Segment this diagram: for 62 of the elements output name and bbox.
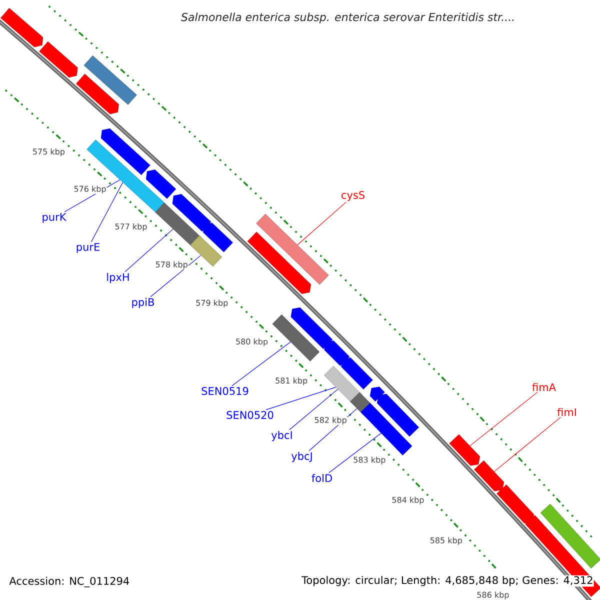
scale-label: 583 kbp [352,456,386,465]
gene-label: SEN0520 [226,411,274,419]
gene-feature [360,402,412,456]
gene-feature [272,314,320,362]
gene-feature [496,484,534,524]
leader-line [266,386,336,410]
genome-info-text: Topology: circular; Length: 4,685,848 bp; Genes: 4,312 [301,575,594,587]
accession-text: Accession: NC_011294 [9,576,130,588]
gene-label: fimI [557,408,576,416]
gene-feature [247,232,312,294]
scale-label: 586 kbp [476,591,510,600]
gene-feature [155,202,201,247]
gene-label: purK [42,213,66,223]
gene-feature [324,366,362,404]
gene-feature [324,340,350,366]
gene-feature [341,358,373,390]
gene-label: cysS [342,191,364,201]
gene-label: ybcJ [291,452,312,462]
gene-feature [256,214,329,285]
gene-label: fimA [532,383,556,391]
scale-label: 584 kbp [391,496,425,505]
gene-feature [540,504,600,568]
scale-label: 582 kbp [314,416,348,426]
leader-line [150,255,202,298]
scale-label: 575 kbp [32,148,66,157]
scale-label: 578 kbp [154,260,188,270]
leader-line [470,392,538,446]
gene-label: lpxH [107,272,129,284]
leader-line [297,202,346,246]
gene-feature [370,386,385,402]
gene-feature [202,222,233,252]
leader-line [90,182,123,242]
gene-feature [39,41,78,78]
gene-label: ybcI [271,430,292,442]
gene-feature [290,307,333,350]
gene-feature [86,140,166,214]
gene-feature [146,170,176,199]
gene-feature [474,460,504,492]
gene-label: ppiB [132,298,154,308]
scale-label: 576 kbp [73,185,107,194]
scale-label: 579 kbp [195,299,229,308]
leader-line [232,342,291,386]
scale-label: 581 kbp [274,376,308,386]
gene-feature [76,74,119,114]
scale-label: 580 kbp [234,338,269,347]
scale-label: 577 kbp [114,222,148,232]
leader-line [124,228,174,272]
gene-feature [190,235,222,267]
gene-label: folD [312,474,332,482]
gene-label: purE [76,243,100,253]
title: Salmonella enterica subsp. enterica serovar Enteritidis str.... [181,12,514,24]
gene-feature [100,128,150,176]
leader-line [494,416,561,472]
gene-feature [0,8,44,48]
gene-feature [449,434,480,466]
gene-feature [172,194,212,232]
gene-feature [376,394,420,437]
leader-line [289,388,338,430]
gene-label: SEN0519 [202,387,248,395]
scale-label: 585 kbp [429,536,463,546]
leader-line [328,432,382,474]
gene-feature [84,55,137,105]
